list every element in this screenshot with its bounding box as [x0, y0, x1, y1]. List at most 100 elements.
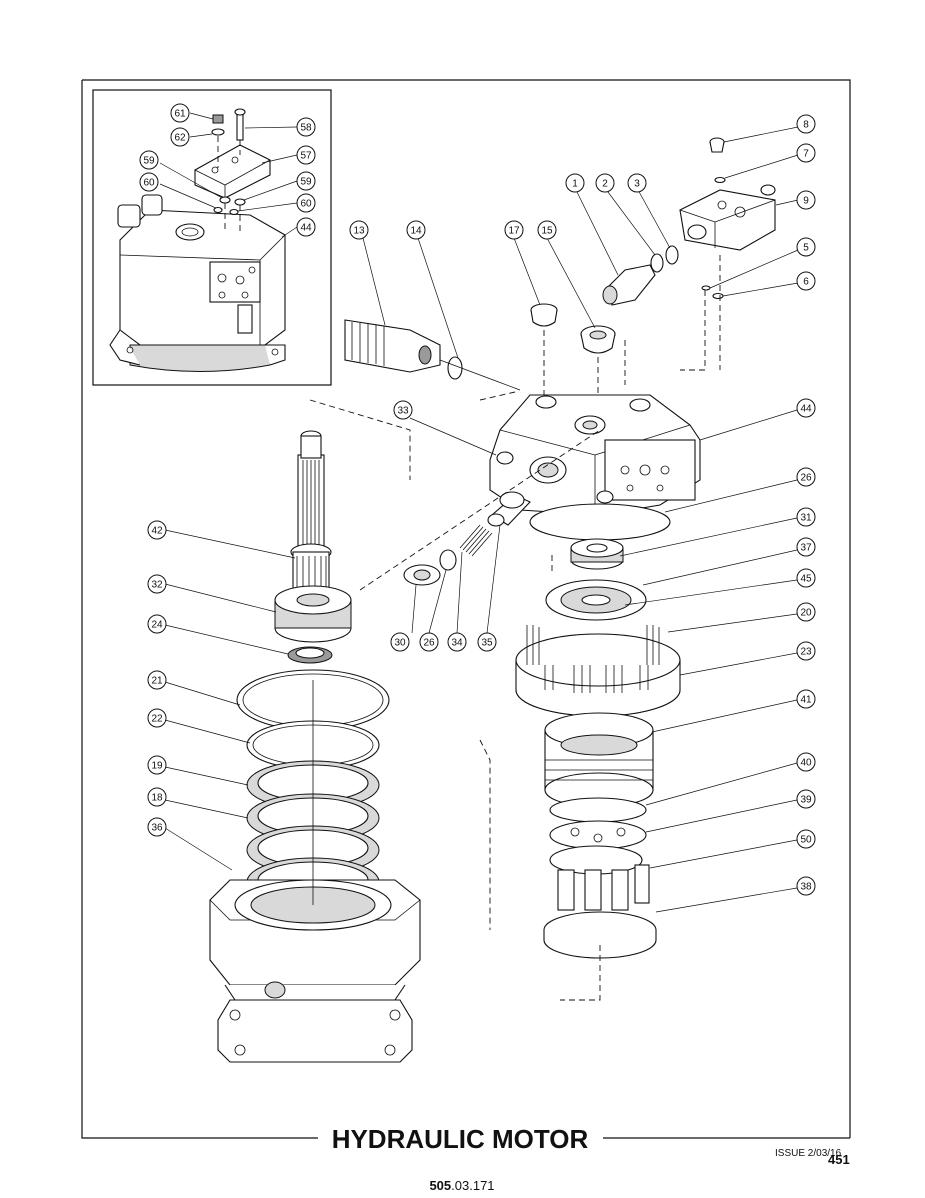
callout-circle — [477, 632, 497, 652]
callout-number: 9 — [803, 196, 809, 207]
callout-20: 20 — [796, 602, 816, 622]
callout-circle — [147, 817, 167, 837]
callout-number: 32 — [151, 580, 163, 591]
callout-42: 42 — [147, 520, 167, 540]
callout-40: 40 — [796, 752, 816, 772]
callout-number: 59 — [143, 156, 155, 167]
callout-60a: 60 — [139, 172, 159, 192]
callout-circle — [595, 173, 615, 193]
callout-39: 39 — [796, 789, 816, 809]
output-shaft-stack — [209, 430, 421, 1063]
callout-number: 2 — [602, 179, 608, 190]
callout-number: 8 — [803, 120, 809, 131]
callout-circle — [796, 876, 816, 896]
spring-and-seal-group — [359, 429, 601, 591]
callout-50: 50 — [796, 829, 816, 849]
callout-number: 26 — [423, 638, 435, 649]
callout-circle — [796, 114, 816, 134]
callout-circle — [796, 789, 816, 809]
inset-detail — [109, 108, 286, 372]
callout-number: 20 — [800, 608, 812, 619]
callout-circle — [796, 641, 816, 661]
callout-number: 1 — [572, 179, 578, 190]
callout-circle — [796, 537, 816, 557]
callout-number: 31 — [800, 513, 812, 524]
callout-13: 13 — [349, 220, 369, 240]
callout-number: 57 — [300, 151, 312, 162]
callout-21: 21 — [147, 670, 167, 690]
inset-detail-frame — [92, 89, 332, 386]
callout-number: 39 — [800, 795, 812, 806]
callout-circle — [393, 400, 413, 420]
callout-number: 62 — [174, 133, 186, 144]
callout-number: 58 — [300, 123, 312, 134]
motor-head-body — [309, 340, 701, 541]
callout-3: 3 — [627, 173, 647, 193]
callout-circle — [147, 520, 167, 540]
callout-26a: 26 — [796, 467, 816, 487]
callout-number: 44 — [800, 404, 812, 415]
callout-circle — [565, 173, 585, 193]
callout-22: 22 — [147, 708, 167, 728]
callout-number: 44 — [300, 223, 312, 234]
callout-number: 35 — [481, 638, 493, 649]
callout-number: 17 — [508, 226, 520, 237]
callout-circle — [504, 220, 524, 240]
callout-number: 6 — [803, 277, 809, 288]
callout-number: 38 — [800, 882, 812, 893]
callout-15: 15 — [537, 220, 557, 240]
callout-14: 14 — [406, 220, 426, 240]
diagram-title: HYDRAULIC MOTOR — [332, 1124, 589, 1154]
callout-57: 57 — [296, 145, 316, 165]
callout-circle — [406, 220, 426, 240]
callout-5: 5 — [796, 237, 816, 257]
callout-circle — [296, 145, 316, 165]
callout-8: 8 — [796, 114, 816, 134]
callout-circle — [796, 237, 816, 257]
callout-circle — [139, 150, 159, 170]
callout-circle — [296, 193, 316, 213]
callout-61: 61 — [170, 103, 190, 123]
callout-37: 37 — [796, 537, 816, 557]
callout-circle — [796, 752, 816, 772]
issue-date: ISSUE 2/03/16 — [775, 1148, 842, 1159]
callout-circle — [796, 689, 816, 709]
callout-circle — [537, 220, 557, 240]
callout-number: 60 — [143, 178, 155, 189]
callout-number: 33 — [397, 406, 409, 417]
callout-circle — [296, 217, 316, 237]
motor-rotating-group — [479, 538, 681, 1001]
callout-number: 59 — [300, 177, 312, 188]
callout-number: 40 — [800, 758, 812, 769]
callout-44a: 44 — [296, 217, 316, 237]
upper-valve-group — [344, 137, 776, 410]
callout-30: 30 — [390, 632, 410, 652]
drawing-border — [81, 79, 851, 1139]
callout-number: 7 — [803, 149, 809, 160]
callout-circle — [796, 398, 816, 418]
callout-number: 3 — [634, 179, 640, 190]
callout-circle — [147, 755, 167, 775]
callout-circle — [147, 670, 167, 690]
callout-circle — [139, 172, 159, 192]
callout-36: 36 — [147, 817, 167, 837]
callout-2: 2 — [595, 173, 615, 193]
callout-6: 6 — [796, 271, 816, 291]
callout-34: 34 — [447, 632, 467, 652]
callout-number: 5 — [803, 243, 809, 254]
callout-circle — [390, 632, 410, 652]
callout-circle — [796, 271, 816, 291]
callout-58: 58 — [296, 117, 316, 137]
callout-60b: 60 — [296, 193, 316, 213]
callout-number: 45 — [800, 574, 812, 585]
callout-number: 24 — [151, 620, 163, 631]
callout-7: 7 — [796, 143, 816, 163]
callout-32: 32 — [147, 574, 167, 594]
document-number-rest: .03.171 — [451, 1178, 494, 1193]
callout-number: 61 — [174, 109, 186, 120]
callout-number: 22 — [151, 714, 163, 725]
callout-59b: 59 — [296, 171, 316, 191]
callout-circle — [170, 127, 190, 147]
